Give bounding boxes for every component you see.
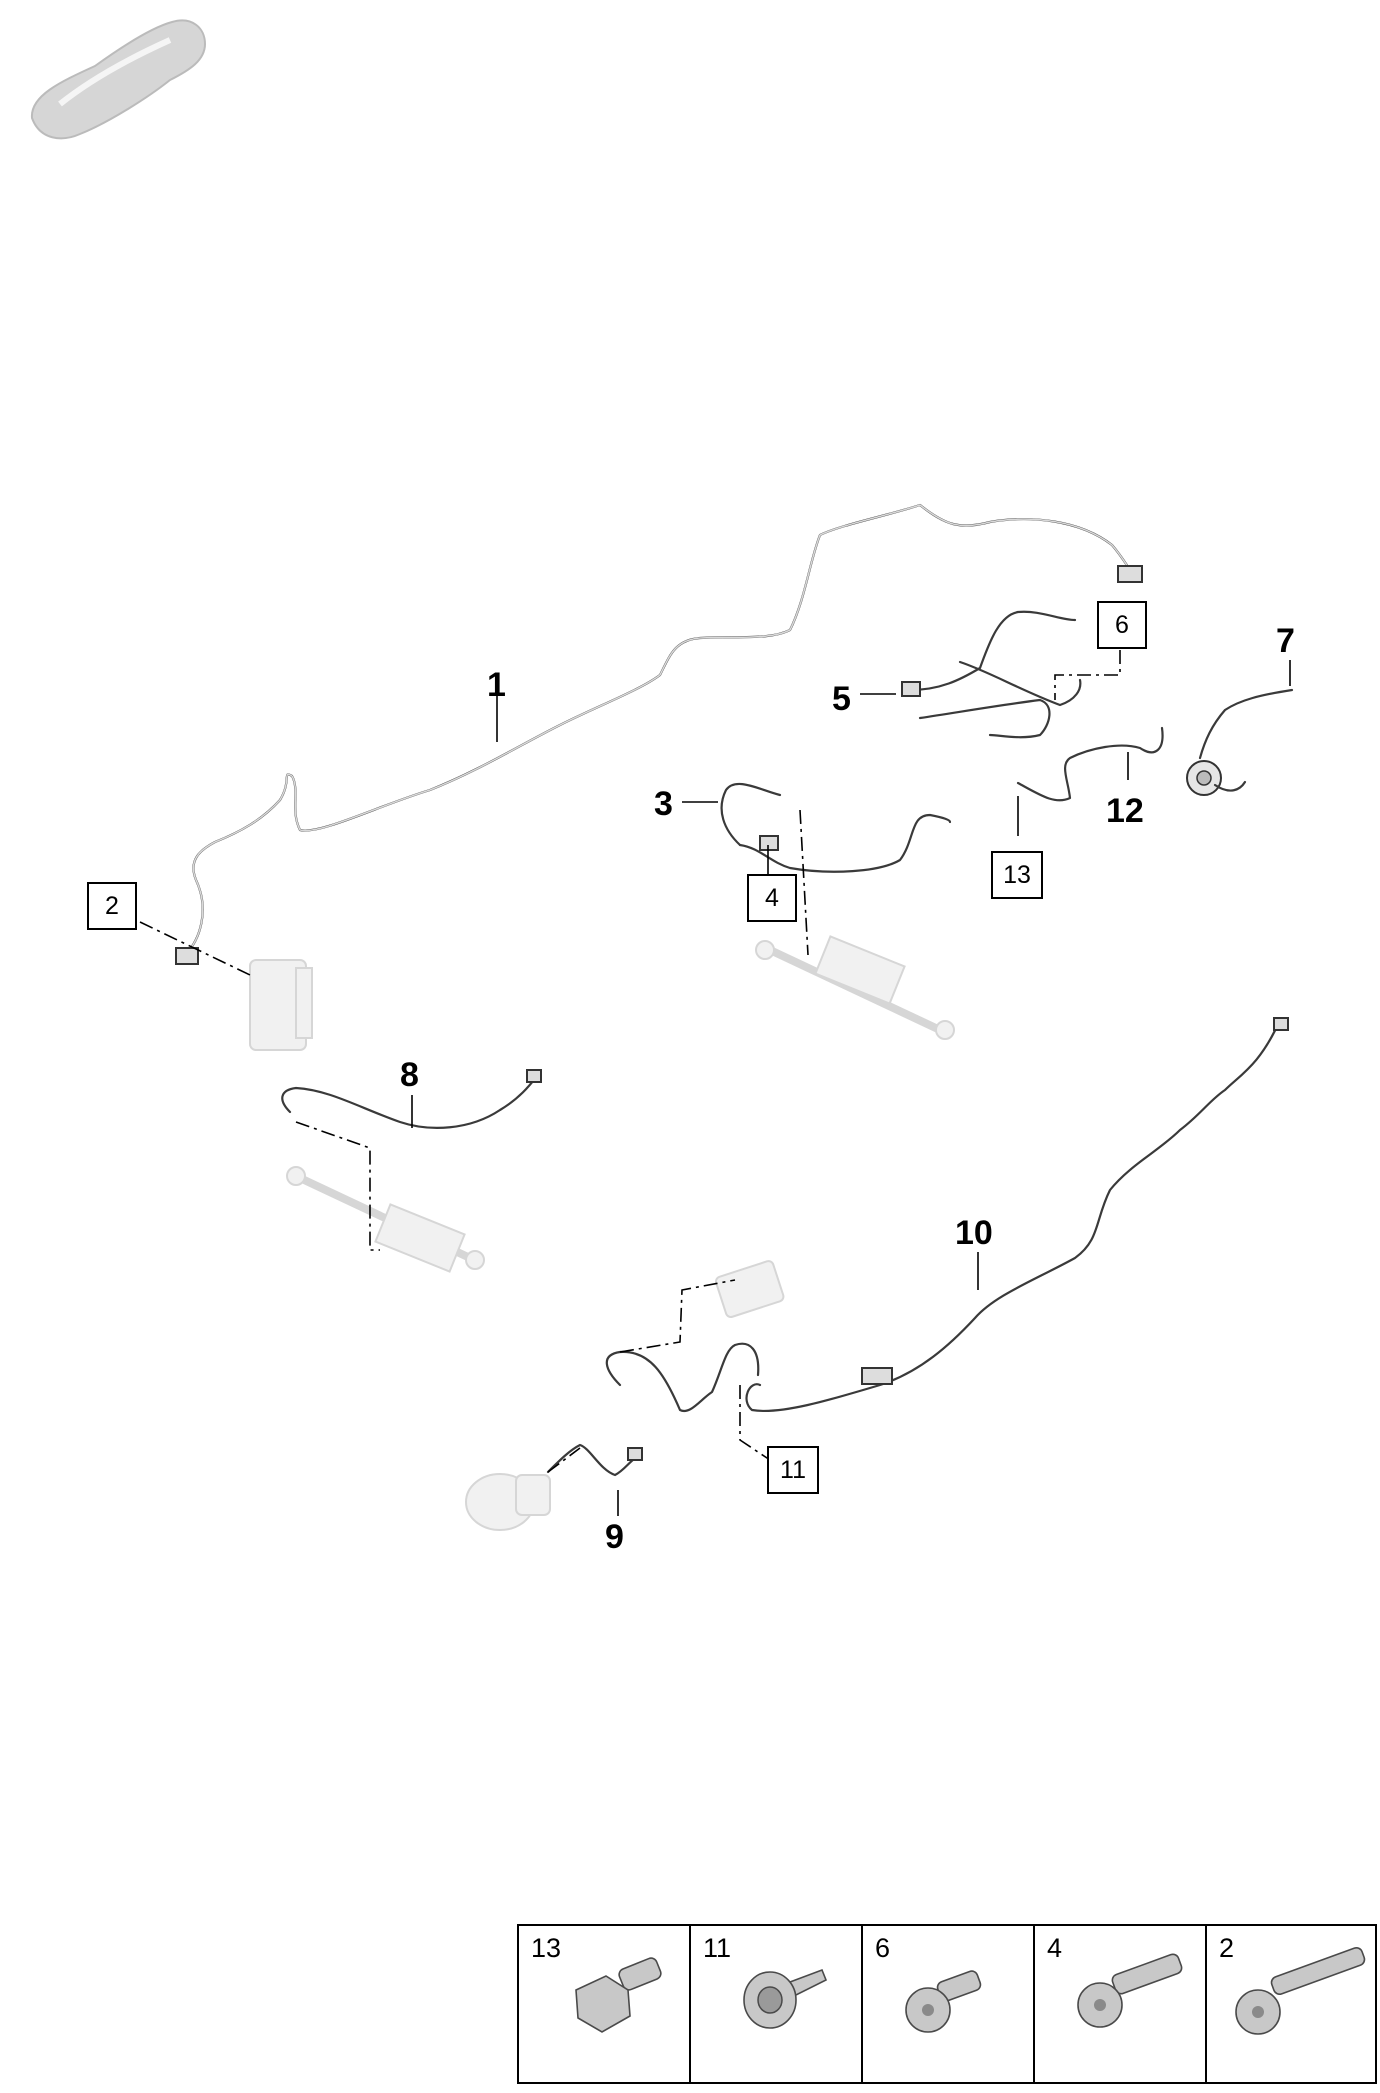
steering-rack-ghost-2	[286, 1166, 485, 1273]
callout-5: 5	[832, 680, 851, 718]
svg-text:6: 6	[1115, 611, 1129, 639]
hex-flange-bolt-icon	[575, 1957, 662, 2033]
boxed-callout-13: 13	[991, 851, 1043, 899]
boxed-callout-2: 2	[87, 882, 137, 930]
harness-part-9[interactable]	[546, 1443, 643, 1477]
harness-part-1[interactable]	[175, 503, 1143, 965]
callout-1: 1	[487, 666, 506, 704]
harness-part-8[interactable]	[281, 1069, 542, 1129]
callout-3: 3	[654, 785, 673, 823]
dashline-8	[295, 1121, 380, 1251]
harness-part-10[interactable]	[605, 1017, 1289, 1413]
boxed-callout-11: 11	[767, 1446, 819, 1494]
car-silhouette-icon	[30, 19, 207, 140]
self-tapping-screw-with-washer-icon	[743, 1968, 828, 2029]
harness-part-7[interactable]	[1186, 688, 1294, 796]
harness-part-5[interactable]	[901, 610, 1082, 739]
fastener-number-2: 2	[1219, 1933, 1234, 1963]
fastener-table: 13 11 6 4 2	[517, 1924, 1377, 2084]
fastener-number-13: 13	[531, 1933, 561, 1963]
svg-text:13: 13	[1003, 861, 1031, 889]
dashline-6	[1054, 650, 1121, 700]
svg-text:2: 2	[105, 892, 119, 920]
dashline-9	[547, 1447, 581, 1473]
torx-bolt-long-icon	[1235, 1947, 1366, 2035]
callout-8: 8	[400, 1056, 419, 1094]
torx-bolt-medium-icon	[1077, 1953, 1183, 2028]
callout-12: 12	[1106, 792, 1144, 830]
harness-part-3[interactable]	[720, 782, 952, 873]
callout-9: 9	[605, 1518, 624, 1556]
callout-10: 10	[955, 1214, 993, 1252]
dashline-11	[739, 1385, 771, 1461]
boxed-callout-4: 4	[747, 874, 797, 922]
dashline-2	[139, 921, 251, 976]
dashline-10	[619, 1279, 736, 1353]
fastener-number-11: 11	[703, 1933, 731, 1963]
compressor-ghost	[465, 1473, 551, 1531]
svg-text:4: 4	[765, 884, 779, 912]
callout-7: 7	[1276, 622, 1295, 660]
steering-rack-ghost-1	[755, 935, 955, 1040]
svg-text:11: 11	[780, 1456, 806, 1484]
dashline-4	[799, 809, 809, 956]
torx-bolt-short-icon	[905, 1970, 982, 2033]
fuse-box-ghost	[714, 1260, 785, 1318]
boxed-callout-6: 6	[1097, 601, 1147, 649]
fastener-number-6: 6	[875, 1933, 890, 1963]
harness-part-12[interactable]	[1016, 726, 1164, 802]
fastener-number-4: 4	[1047, 1933, 1062, 1963]
control-unit-ghost	[249, 959, 313, 1051]
